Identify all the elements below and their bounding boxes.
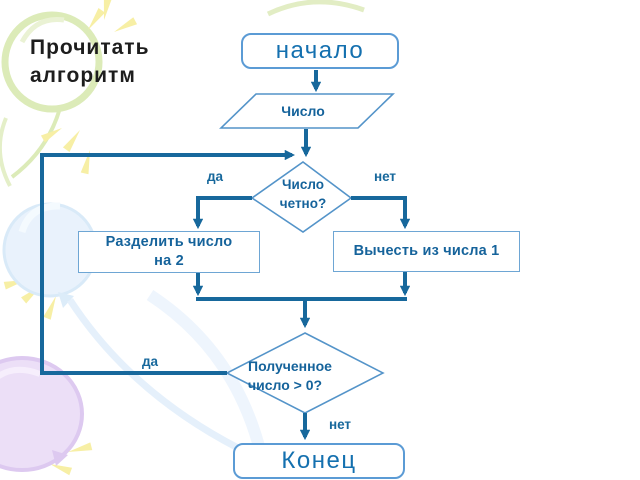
process-divide-label: Разделить число на 2 <box>105 234 233 269</box>
purple-balloon-icon <box>0 356 84 472</box>
end-terminator: Конец <box>233 443 405 479</box>
decision-even-label: Число четно? <box>279 177 327 211</box>
start-label: начало <box>275 37 365 64</box>
decision-positive-label: Полученное число > 0? <box>248 358 332 393</box>
green-balloon-icon <box>0 0 365 187</box>
start-terminator: начало <box>241 33 399 69</box>
input-shape <box>219 93 395 129</box>
process-subtract-box: Вычесть из числа 1 <box>333 231 520 272</box>
edge-label-yes-2: да <box>141 354 159 369</box>
edge-label-no-2: нет <box>328 417 352 432</box>
edge-label-no-1: нет <box>373 169 397 184</box>
edge-label-yes-1: да <box>206 169 224 184</box>
edge-decision-no <box>351 196 411 230</box>
decision-even-shape <box>250 161 353 233</box>
process-subtract-label: Вычесть из числа 1 <box>353 243 500 259</box>
process-divide-box: Разделить число на 2 <box>78 231 260 273</box>
blue-balloon-icon <box>2 202 268 460</box>
end-label: Конец <box>281 447 357 474</box>
edge-decision-yes <box>192 196 252 230</box>
edge-loop-back <box>40 149 296 375</box>
slide-title: Прочитать алгоритм <box>30 36 150 87</box>
input-label: Число <box>281 103 325 119</box>
